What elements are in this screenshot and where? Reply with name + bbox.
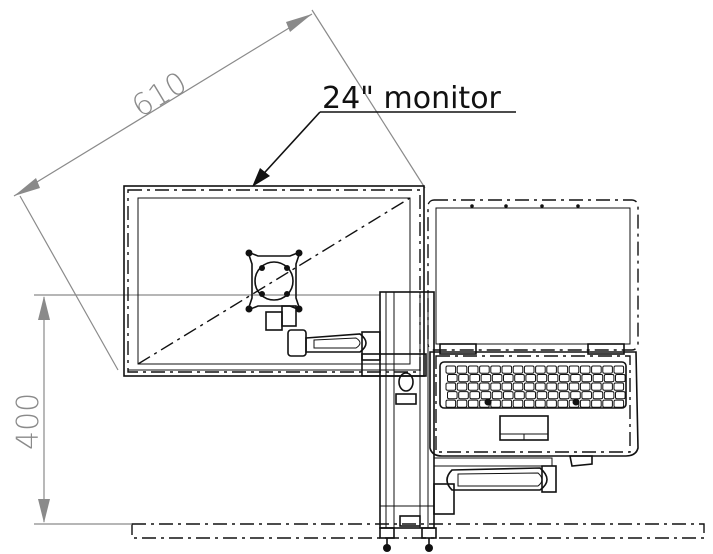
keyboard-key: [491, 391, 503, 400]
keyboard-key: [579, 399, 591, 408]
keyboard-key: [581, 391, 593, 400]
keyboard-key: [456, 365, 468, 374]
pole: [361, 291, 435, 529]
keyboard-key: [445, 382, 457, 391]
keyboard-key: [579, 365, 591, 374]
dimension-610-label: 610: [126, 65, 193, 124]
keyboard-key: [469, 374, 480, 383]
keyboard-key: [490, 382, 501, 391]
keyboard-key: [547, 391, 559, 400]
keyboard-key: [591, 382, 602, 391]
keyboard-key: [456, 399, 468, 408]
keyboard-key: [479, 382, 490, 391]
keyboard-key: [559, 391, 570, 400]
keyboard-key: [546, 382, 557, 391]
keyboard-key: [456, 382, 468, 391]
keyboard-key: [447, 374, 458, 383]
keyboard-key: [512, 399, 524, 408]
keyboard-key: [469, 391, 480, 400]
keyboard-key: [602, 365, 613, 374]
keyboard-key: [445, 399, 457, 408]
keyboard-key: [512, 365, 524, 374]
keyboard-key: [467, 382, 479, 391]
keyboard-key: [591, 365, 602, 374]
keyboard-key: [458, 391, 469, 400]
keyboard-key: [514, 374, 525, 383]
monitor-callout-label: 24" monitor: [322, 81, 502, 116]
keyboard-key: [512, 382, 524, 391]
keyboard-key: [547, 374, 559, 383]
keyboard-key: [603, 374, 615, 383]
keyboard-key: [479, 365, 490, 374]
pole-feet: [379, 527, 437, 552]
keyboard-key: [602, 382, 613, 391]
monitor: [123, 185, 425, 377]
keyboard-key: [579, 382, 591, 391]
keyboard-key: [591, 399, 602, 408]
keyboard-keys: [445, 365, 626, 408]
keyboard-key: [613, 399, 625, 408]
keyboard-key: [615, 391, 626, 400]
keyboard-key: [613, 382, 625, 391]
keyboard-key: [535, 399, 546, 408]
keyboard-key: [491, 374, 503, 383]
keyboard-key: [615, 374, 626, 383]
keyboard-key: [603, 391, 615, 400]
laptop-arm: [433, 455, 593, 515]
keyboard-key: [501, 365, 513, 374]
keyboard-key: [490, 399, 501, 408]
keyboard-key: [480, 391, 492, 400]
keyboard-key: [535, 382, 546, 391]
keyboard-key: [445, 365, 457, 374]
dimension-400: 400: [11, 294, 380, 525]
keyboard-key: [501, 399, 513, 408]
keyboard-key: [490, 365, 501, 374]
keyboard-key: [458, 374, 469, 383]
keyboard-key: [559, 374, 570, 383]
keyboard-key: [523, 365, 535, 374]
keyboard-key: [523, 399, 535, 408]
keyboard-key: [525, 391, 537, 400]
keyboard-key: [602, 399, 613, 408]
monitor-arm: [287, 329, 381, 361]
keyboard-key: [523, 382, 535, 391]
dimension-400-label: 400: [11, 393, 46, 450]
laptop: [427, 199, 639, 457]
keyboard-key: [503, 374, 514, 383]
vesa-mount: [245, 249, 303, 331]
keyboard-key: [514, 391, 525, 400]
keyboard-key: [447, 391, 458, 400]
keyboard-key: [557, 365, 569, 374]
keyboard-key: [536, 374, 548, 383]
keyboard-key: [613, 365, 625, 374]
keyboard-key: [467, 399, 479, 408]
keyboard-key: [570, 374, 581, 383]
keyboard-key: [535, 365, 546, 374]
keyboard-key: [480, 374, 492, 383]
keyboard-key: [568, 382, 580, 391]
keyboard-key: [557, 382, 569, 391]
monitor-callout: 24" monitor: [252, 81, 516, 187]
keyboard-key: [581, 374, 593, 383]
keyboard-key: [592, 391, 604, 400]
keyboard-key: [536, 391, 548, 400]
keyboard-key: [525, 374, 537, 383]
keyboard-key: [467, 365, 479, 374]
keyboard-key: [546, 399, 557, 408]
keyboard-key: [592, 374, 604, 383]
keyboard-key: [568, 365, 580, 374]
keyboard-key: [570, 391, 581, 400]
keyboard-key: [503, 391, 514, 400]
keyboard-key: [546, 365, 557, 374]
keyboard-key: [501, 382, 513, 391]
keyboard-key: [557, 399, 569, 408]
desk-surface: [131, 523, 705, 539]
